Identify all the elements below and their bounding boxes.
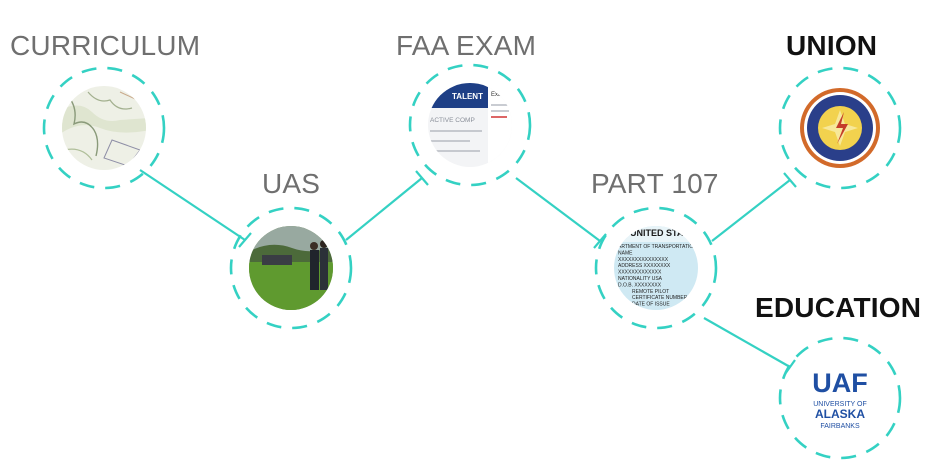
uaf-line1-text: UNIVERSITY OF — [813, 401, 867, 408]
cert-line: REMOTE PILOT — [632, 289, 669, 295]
part-107-certificate: UNITED STATES ARTMENT OF TRANSPORTATIONN… — [614, 226, 700, 310]
cert-line: XXXXXXXXXXXXXXX — [618, 257, 669, 263]
connector-curriculum-uas — [139, 169, 246, 241]
exam-brand-text: TALENT — [452, 92, 483, 101]
node-label-uas: UAS — [262, 168, 321, 199]
cert-line: ADDRESS XXXXXXXX — [618, 263, 671, 269]
node-label-union: UNION — [786, 30, 878, 61]
connector-uas-faa — [345, 177, 423, 241]
connector-faa-part107 — [515, 177, 601, 242]
exam-tabs-text: ACTIVE COMP — [430, 117, 475, 124]
cert-line: DATE OF ISSUE — [632, 302, 670, 308]
ring-faa-exam — [408, 63, 532, 187]
connector-part107-union — [711, 179, 791, 242]
ring-curriculum — [42, 66, 166, 190]
curriculum-map-image — [62, 86, 146, 170]
cert-line: NAME — [618, 250, 633, 256]
cert-line: D.O.B. XXXXXXXX — [618, 282, 662, 288]
faa-exam-screenshot: TALENT ACTIVE COMP Exam — [428, 83, 512, 167]
ring-union — [778, 66, 902, 190]
uas-field-photo — [249, 226, 333, 310]
connector-part107-union-cap — [783, 172, 797, 188]
cert-line: CERTIFICATE NUMBER — [632, 295, 688, 301]
connector-part107-education — [703, 317, 791, 368]
uaf-mark-text: UAF — [812, 368, 868, 398]
uaf-line2-text: ALASKA — [815, 407, 865, 421]
education-uaf-logo: UAF UNIVERSITY OF ALASKA FAIRBANKS — [798, 356, 882, 440]
dashed-rings — [42, 63, 902, 460]
connector-curriculum-uas-cap — [238, 232, 252, 248]
ring-uas — [229, 206, 353, 330]
cert-header-text: UNITED STATES — [630, 228, 700, 238]
cert-line: NATIONALITY USA — [618, 276, 663, 282]
ring-education — [778, 336, 902, 460]
node-label-education: EDUCATION — [755, 292, 922, 323]
cert-lines: ARTMENT OF TRANSPORTATIONNAMEXXXXXXXXXXX… — [618, 244, 697, 308]
connector-lines — [139, 169, 797, 375]
cert-line: XXXXXXXXXXXXX — [618, 270, 662, 276]
connector-uas-faa-cap — [415, 170, 429, 186]
exam-side-text: Exam — [491, 92, 506, 98]
union-ibew-seal — [798, 86, 882, 170]
node-label-curriculum: CURRICULUM — [10, 30, 201, 61]
node-label-faa-exam: FAA EXAM — [396, 30, 537, 61]
uaf-line3-text: FAIRBANKS — [820, 423, 860, 430]
cert-line: ARTMENT OF TRANSPORTATION — [618, 244, 697, 250]
node-label-part-107: PART 107 — [591, 168, 719, 199]
ring-part-107 — [594, 206, 718, 330]
